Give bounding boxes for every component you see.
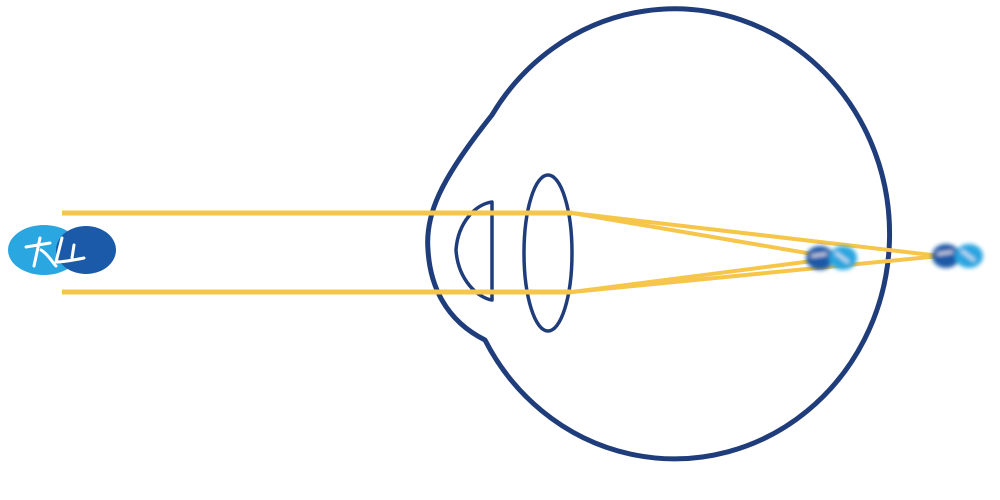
light-ray-bottom-to-far-focus <box>571 254 941 294</box>
logo-dark-oval <box>56 226 116 274</box>
eyeball-outline <box>425 6 893 462</box>
crystalline-lens <box>522 173 574 333</box>
blurred-logo-icon-near <box>806 246 857 270</box>
light-ray-top-to-near-focus <box>571 211 837 260</box>
far-image-mark <box>937 250 975 261</box>
near-image-dark-oval <box>806 246 834 270</box>
logo-mark <box>24 236 86 268</box>
brand-logo-icon <box>8 225 116 275</box>
light-ray-top-to-far-focus <box>571 211 941 258</box>
far-image-dark-oval <box>932 244 960 268</box>
cornea <box>454 200 494 302</box>
near-image-mark <box>811 252 849 263</box>
blurred-logo-icon-far <box>932 244 983 268</box>
